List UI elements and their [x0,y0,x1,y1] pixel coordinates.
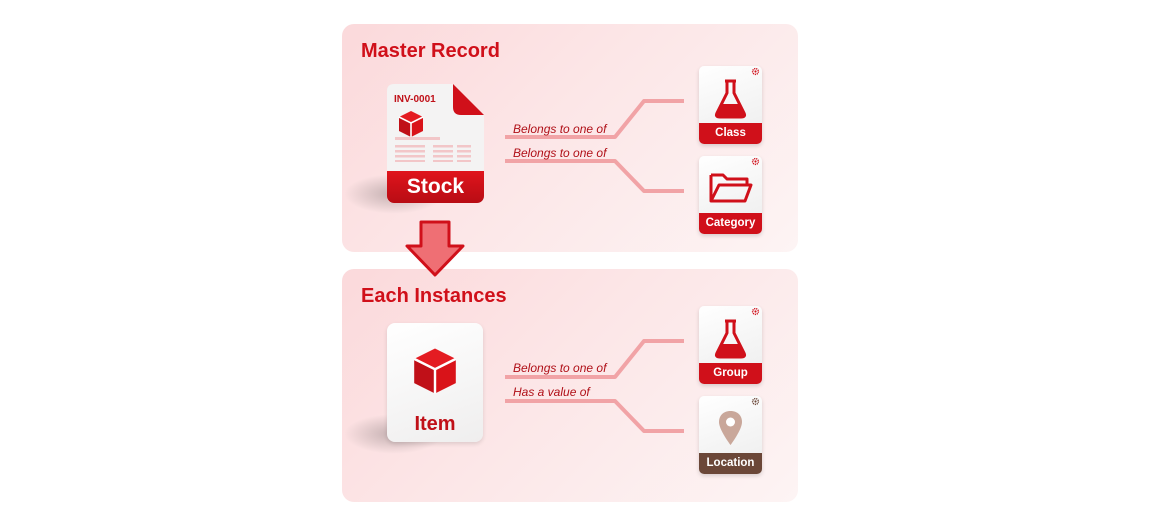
master-record-panel: Master Record INV-0001 Stock [342,24,798,252]
gear-icon [751,397,760,406]
gear-icon [751,157,760,166]
flask-icon [714,319,747,359]
class-label: Class [699,123,762,144]
cube-icon [398,111,424,137]
map-pin-icon [719,411,742,445]
category-label: Category [699,213,762,234]
item-label: Item [414,413,456,435]
item-card: Item [387,323,483,442]
down-arrow-icon [405,220,465,277]
flask-icon [714,79,747,119]
class-tile[interactable]: Class [699,66,762,144]
group-label: Group [699,363,762,384]
gear-icon [751,307,760,316]
document-id: INV-0001 [394,94,436,105]
group-tile[interactable]: Group [699,306,762,384]
master-connector-lines [505,99,684,193]
cube-icon [413,348,457,394]
document-text-lines [395,137,471,162]
instances-title: Each Instances [361,285,507,307]
location-tile[interactable]: Location [699,396,762,474]
master-record-title: Master Record [361,40,500,62]
instance-connector-lines [505,339,684,433]
stock-document-card: INV-0001 Stock [387,84,484,203]
location-label: Location [699,453,762,474]
relation-label: Has a value of [513,385,590,399]
folder-icon [709,173,753,203]
category-tile[interactable]: Category [699,156,762,234]
stock-label: Stock [387,171,484,203]
relation-label: Belongs to one of [513,122,607,136]
relation-label: Belongs to one of [513,361,607,375]
instances-panel: Each Instances Item Belongs to one of Ha… [342,269,798,502]
relation-label: Belongs to one of [513,146,607,160]
gear-icon [751,67,760,76]
